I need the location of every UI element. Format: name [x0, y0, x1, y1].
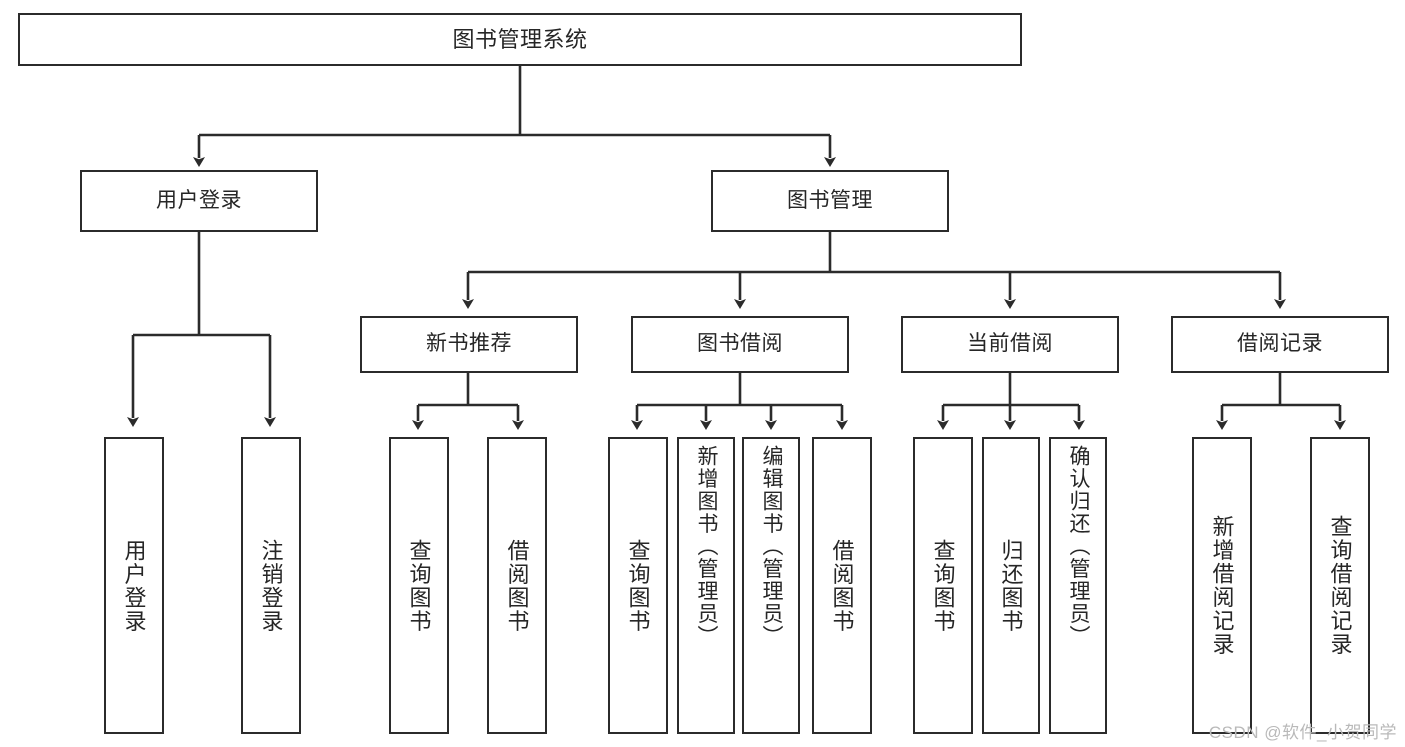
node-label: 新增借阅记录	[1209, 515, 1235, 656]
leaf-current-search-book[interactable]: 查询图书	[913, 437, 973, 734]
node-label: 查询借阅记录	[1327, 515, 1353, 656]
node-user-login[interactable]: 用户登录	[80, 170, 318, 232]
node-label: 图书管理	[787, 188, 873, 212]
leaf-borrow-add-book-admin[interactable]: 新增图书（管理员）	[677, 437, 735, 734]
leaf-borrow-search-book[interactable]: 查询图书	[608, 437, 668, 734]
node-label: 用户登录	[121, 538, 147, 633]
node-label: 新书推荐	[426, 332, 512, 356]
node-label: 归还图书	[998, 538, 1024, 633]
node-label: 查询图书	[625, 538, 651, 633]
node-label: 图书借阅	[697, 332, 783, 356]
leaf-recommend-borrow-book[interactable]: 借阅图书	[487, 437, 547, 734]
node-label: 编辑图书（管理员）	[760, 445, 784, 648]
node-label: 查询图书	[406, 538, 432, 633]
node-label: 确认归还（管理员）	[1067, 445, 1091, 648]
node-current-borrow[interactable]: 当前借阅	[901, 316, 1119, 373]
node-book-management[interactable]: 图书管理	[711, 170, 949, 232]
node-label: 注销登录	[258, 538, 284, 633]
leaf-record-search-record[interactable]: 查询借阅记录	[1310, 437, 1370, 734]
node-label: 借阅图书	[829, 538, 855, 633]
leaf-record-add-record[interactable]: 新增借阅记录	[1192, 437, 1252, 734]
node-label: 借阅图书	[504, 538, 530, 633]
leaf-current-confirm-return-admin[interactable]: 确认归还（管理员）	[1049, 437, 1107, 734]
leaf-borrow-edit-book-admin[interactable]: 编辑图书（管理员）	[742, 437, 800, 734]
node-label: 用户登录	[156, 188, 242, 212]
node-label: 借阅记录	[1237, 332, 1323, 356]
node-book-borrow[interactable]: 图书借阅	[631, 316, 849, 373]
node-label: 图书管理系统	[452, 26, 588, 52]
node-new-book-recommend[interactable]: 新书推荐	[360, 316, 578, 373]
leaf-user-login-login[interactable]: 用户登录	[104, 437, 164, 734]
node-label: 当前借阅	[967, 332, 1053, 356]
node-borrow-record[interactable]: 借阅记录	[1171, 316, 1389, 373]
node-root-system[interactable]: 图书管理系统	[18, 13, 1022, 66]
node-label: 查询图书	[930, 538, 956, 633]
node-label: 新增图书（管理员）	[695, 445, 719, 648]
leaf-borrow-borrow-book[interactable]: 借阅图书	[812, 437, 872, 734]
leaf-current-return-book[interactable]: 归还图书	[982, 437, 1040, 734]
leaf-recommend-search-book[interactable]: 查询图书	[389, 437, 449, 734]
leaf-user-login-logout[interactable]: 注销登录	[241, 437, 301, 734]
csdn-watermark: CSDN @软件_小贺同学	[1208, 723, 1397, 742]
